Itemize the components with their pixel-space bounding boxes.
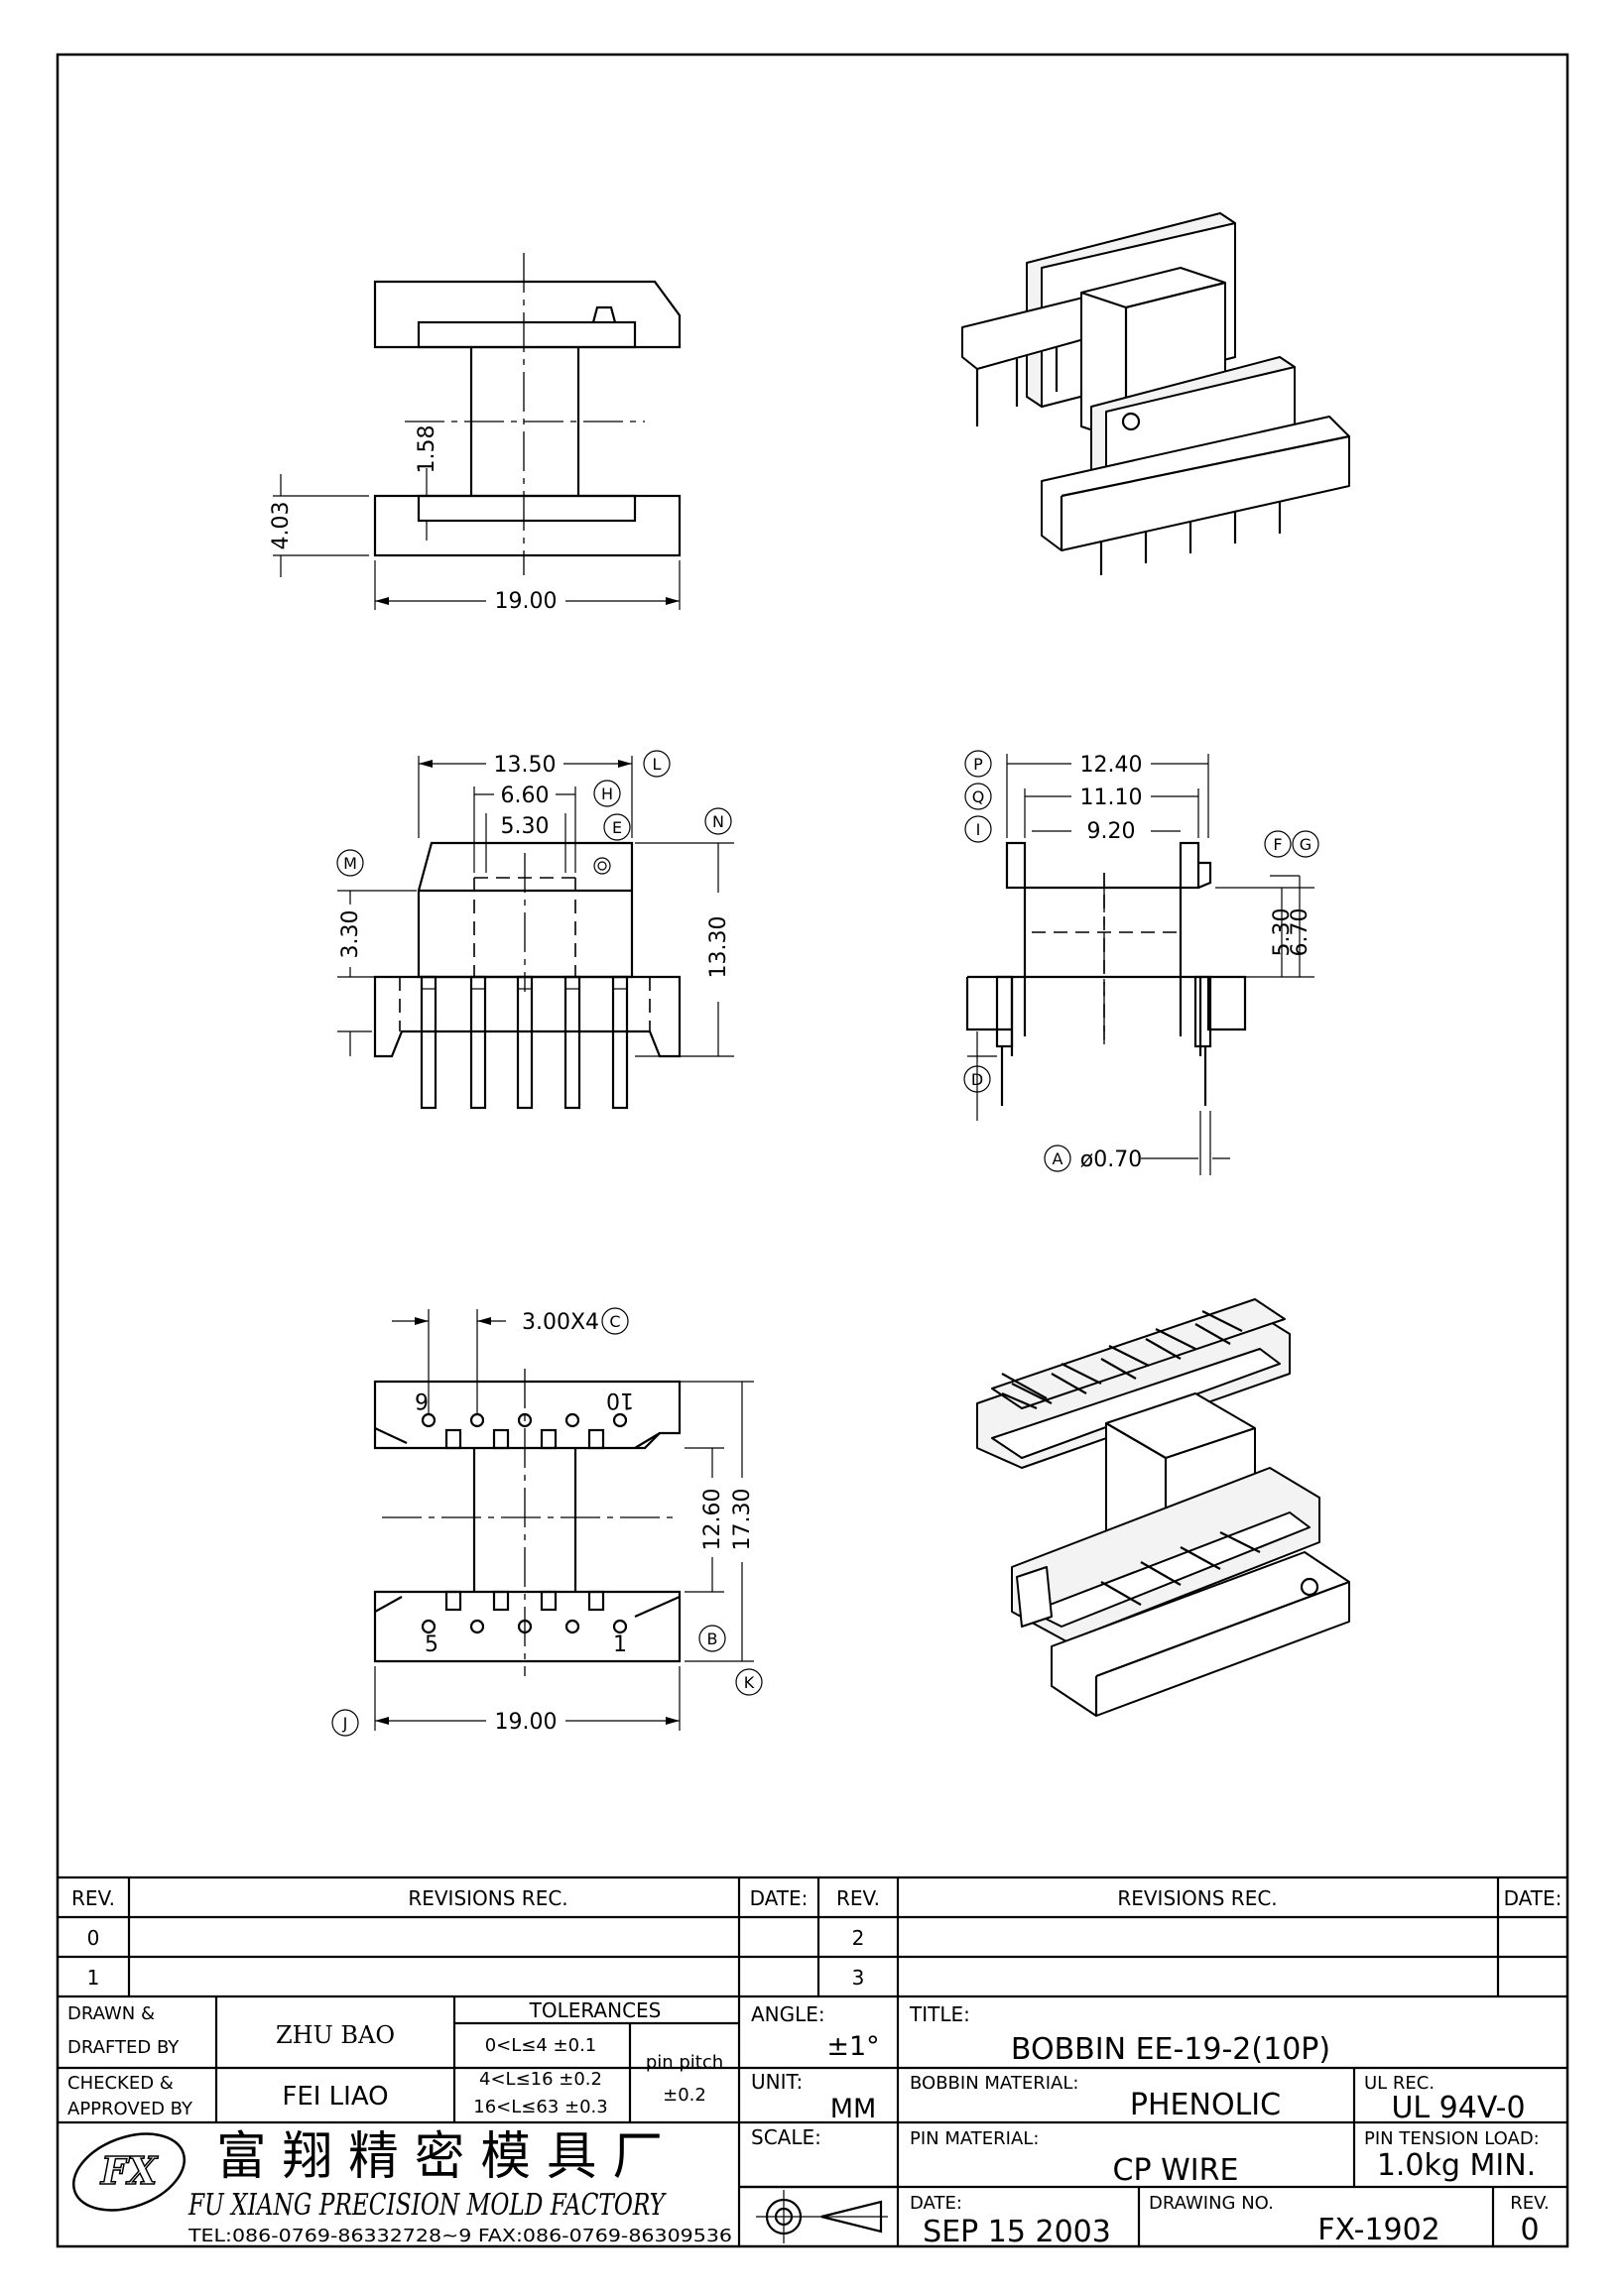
scale-label: SCALE: bbox=[751, 2125, 821, 2149]
dim-side-q: 11.10 bbox=[1080, 785, 1143, 810]
pin-material-value: CP WIRE bbox=[1113, 2153, 1239, 2188]
front-view: 13.50 L 6.60 H 5.30 E 3.30 M 13.30 N bbox=[336, 750, 734, 1110]
date-label: DATE: bbox=[910, 2193, 962, 2214]
angle-value: ±1° bbox=[826, 2031, 879, 2062]
bobbin-material-value: PHENOLIC bbox=[1130, 2088, 1281, 2122]
tag-bottom-j: J bbox=[342, 1714, 348, 1733]
tag-front-n: N bbox=[712, 812, 724, 831]
dim-top-width: 19.00 bbox=[495, 589, 558, 614]
tag-side-d: D bbox=[971, 1070, 983, 1089]
side-view: 12.40 P 11.10 Q 9.20 I 5.30 6.70 F G D bbox=[963, 750, 1319, 1175]
pin-pitch-label: pin pitch bbox=[646, 2052, 723, 2073]
dim-front-m: 3.30 bbox=[338, 910, 363, 959]
company-name-cn: 富 翔 精 密 模 具 厂 bbox=[216, 2127, 663, 2187]
checked-label-1: CHECKED & bbox=[67, 2073, 174, 2094]
iso-view-top bbox=[961, 212, 1350, 575]
dim-side-p: 12.40 bbox=[1080, 753, 1143, 778]
date-value: SEP 15 2003 bbox=[923, 2215, 1111, 2249]
tolerance-row-1: 0<L≤4 ±0.1 bbox=[485, 2035, 597, 2056]
rev-row-2: 2 bbox=[852, 1926, 865, 1950]
pin-pitch-value: ±0.2 bbox=[663, 2085, 706, 2106]
dim-front-l: 13.50 bbox=[494, 753, 557, 778]
pin-material-label: PIN MATERIAL: bbox=[910, 2128, 1039, 2149]
company-logo-icon: FX bbox=[71, 2132, 187, 2212]
revisions-col-header: REVISIONS REC. bbox=[408, 1886, 567, 1910]
tag-bottom-k: K bbox=[744, 1673, 755, 1692]
tolerance-row-2: 4<L≤16 ±0.2 bbox=[479, 2069, 602, 2090]
rev-row-1: 1 bbox=[87, 1966, 100, 1990]
drawn-label-1: DRAWN & bbox=[67, 2003, 155, 2024]
revisions-table bbox=[58, 1875, 1567, 2246]
date-col-header: DATE: bbox=[750, 1886, 809, 1910]
projection-symbol bbox=[739, 2185, 898, 2243]
rev-value: 0 bbox=[1520, 2213, 1539, 2247]
rev-col-header-2: REV. bbox=[836, 1886, 880, 1910]
dim-front-e: 5.30 bbox=[501, 814, 550, 839]
bobbin-material-label: BOBBIN MATERIAL: bbox=[910, 2073, 1078, 2094]
tolerance-row-3: 16<L≤63 ±0.3 bbox=[473, 2097, 607, 2117]
drawn-label-2: DRAFTED BY bbox=[67, 2037, 180, 2058]
tag-side-i: I bbox=[976, 820, 981, 839]
checked-label-2: APPROVED BY bbox=[67, 2099, 193, 2119]
dim-top-inner: 1.58 bbox=[415, 425, 439, 474]
tag-bottom-b: B bbox=[707, 1630, 718, 1648]
pin-label-5: 5 bbox=[425, 1632, 438, 1657]
dim-front-n: 13.30 bbox=[706, 916, 731, 979]
ul-rec-label: UL REC. bbox=[1364, 2073, 1435, 2094]
pin-label-1: 1 bbox=[613, 1632, 627, 1657]
dim-side-f: 5.30 bbox=[1270, 908, 1295, 957]
checked-by-name: FEI LIAO bbox=[282, 2082, 388, 2112]
company-name-en: FU XIANG PRECISION MOLD FACTORY bbox=[187, 2188, 667, 2223]
tag-side-q: Q bbox=[972, 787, 985, 806]
company-contact: TEL:086-0769-86332728~9 FAX:086-0769-863… bbox=[187, 2226, 732, 2246]
dim-side-pin: ø0.70 bbox=[1080, 1148, 1142, 1172]
tag-front-e: E bbox=[612, 818, 622, 837]
pin-tension-value: 1.0kg MIN. bbox=[1377, 2148, 1536, 2183]
title-value: BOBBIN EE-19-2(10P) bbox=[1011, 2032, 1330, 2067]
tag-front-m: M bbox=[343, 854, 357, 873]
pin-label-10: 10 bbox=[606, 1388, 634, 1412]
tag-bottom-c: C bbox=[609, 1312, 620, 1331]
tag-side-g: G bbox=[1300, 835, 1312, 854]
rev-label: REV. bbox=[1510, 2193, 1550, 2214]
rev-row-3: 3 bbox=[852, 1966, 865, 1990]
tag-side-p: P bbox=[973, 755, 983, 774]
drawn-by-name: ZHU BAO bbox=[276, 2021, 395, 2049]
drawing-no-value: FX-1902 bbox=[1317, 2213, 1440, 2247]
tag-front-l: L bbox=[653, 755, 662, 774]
dim-bottom-width: 19.00 bbox=[495, 1710, 558, 1735]
tag-front-h: H bbox=[601, 785, 613, 803]
tag-side-f: F bbox=[1273, 835, 1282, 854]
unit-label: UNIT: bbox=[751, 2070, 803, 2094]
tolerances-label: TOLERANCES bbox=[529, 1998, 662, 2022]
company-logo-text: FX bbox=[100, 2148, 159, 2193]
bottom-view: 6 10 5 1 3.00X4 C 12.60 17.30 B K 19.00 bbox=[331, 1307, 763, 1737]
tag-side-a: A bbox=[1053, 1149, 1063, 1168]
dim-bottom-outer: 17.30 bbox=[730, 1489, 755, 1551]
dim-side-i: 9.20 bbox=[1087, 819, 1136, 844]
title-label: TITLE: bbox=[909, 2002, 970, 2026]
revisions-col-header-2: REVISIONS REC. bbox=[1117, 1886, 1277, 1910]
iso-view-bottom bbox=[976, 1298, 1350, 1717]
top-view: 19.00 4.03 1.58 bbox=[269, 253, 682, 614]
dim-front-h: 6.60 bbox=[501, 784, 550, 808]
ul-rec-value: UL 94V-0 bbox=[1391, 2091, 1525, 2125]
dim-bottom-inner: 12.60 bbox=[700, 1489, 725, 1551]
sheet-frame bbox=[56, 53, 1569, 2248]
angle-label: ANGLE: bbox=[751, 2002, 825, 2026]
dim-side-g: 6.70 bbox=[1288, 908, 1312, 957]
unit-value: MM bbox=[830, 2094, 877, 2124]
rev-row-0: 0 bbox=[87, 1926, 100, 1950]
drawing-no-label: DRAWING NO. bbox=[1149, 2193, 1274, 2214]
dim-top-height: 4.03 bbox=[269, 502, 294, 550]
dim-bottom-pitch: 3.00X4 bbox=[522, 1310, 599, 1335]
rev-col-header: REV. bbox=[71, 1886, 115, 1910]
pin-label-6: 6 bbox=[415, 1388, 429, 1412]
date-col-header-2: DATE: bbox=[1504, 1886, 1562, 1910]
pin-tension-label: PIN TENSION LOAD: bbox=[1364, 2128, 1540, 2149]
